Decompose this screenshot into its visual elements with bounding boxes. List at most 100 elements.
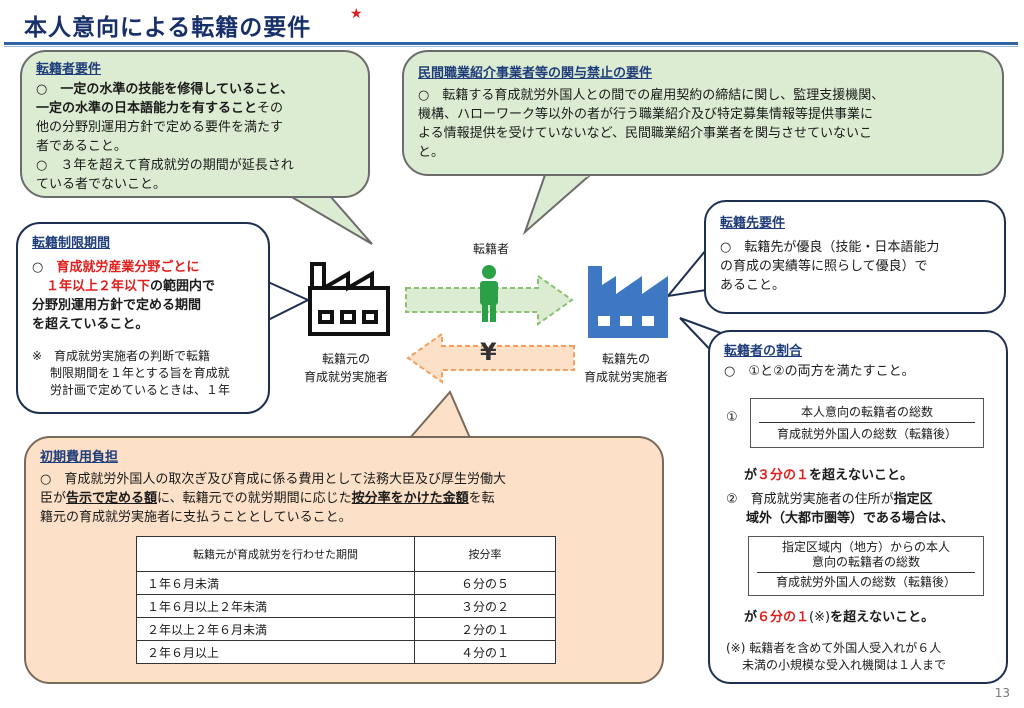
origin-employer-label: 転籍元の 育成就労実施者: [286, 350, 406, 386]
text-fragment: その: [257, 101, 284, 116]
transfer-requirements-box: 転籍者要件 ○ 一定の水準の技能を修得していること、 一定の水準の日本語能力を有…: [20, 50, 370, 198]
title-star: ★: [350, 6, 363, 22]
condition-2-result: が６分の１(※)を超えないこと。: [744, 608, 934, 627]
text-line: あること。: [720, 278, 786, 293]
table-header-cell: 按分率: [414, 536, 556, 572]
text-fragment: ② 育成就労実施者の住所が: [726, 492, 894, 507]
text-line: 籍元の育成就労実施者に支払うこととしていること。: [40, 510, 352, 525]
table-cell-rate: ６分の５: [414, 571, 556, 595]
period-range: １年以上２年以下: [46, 279, 151, 294]
table-cell-period: ２年６月以上: [136, 640, 415, 664]
text-line: ○ 転籍先が優良（技能・日本語能力: [720, 240, 940, 255]
initial-cost-text: ○ 育成就労外国人の取次ぎ及び育成に係る費用として法務大臣及び厚生労働大 臣が告…: [40, 470, 660, 527]
text-line: ている者でないこと。: [36, 177, 167, 192]
text-line: を超えていること。: [32, 317, 149, 332]
page-number: 13: [994, 686, 1010, 700]
label-line: 転籍先の: [601, 352, 650, 366]
text-fragment: が: [744, 468, 758, 483]
condition-2-fraction: 指定区域内（地方）からの本人 意向の転籍者の総数 育成就労外国人の総数（転籍後）: [748, 536, 984, 596]
transfer-ratio-note: (※) 転籍者を含めて外国人受入れが６人 未満の小規模な受入れ機関は１人まで: [726, 640, 946, 674]
person-label: 転籍者: [472, 242, 509, 256]
restriction-period-text: ○ 育成就労産業分野ごとに １年以上２年以下の範囲内で 分野別運用方針で定める期…: [32, 258, 268, 334]
table-header-cell: 転籍元が育成就労を行わせた期間: [136, 536, 415, 572]
transfer-requirements-text: ○ 一定の水準の技能を修得していること、 一定の水準の日本語能力を有することその…: [36, 80, 366, 194]
condition-2-text: ② 育成就労実施者の住所が指定区 域外（大都市圏等）である場合は、: [726, 490, 1006, 528]
text-line: 域外（大都市圏等）である場合は、: [746, 511, 954, 526]
fraction-numerator: 意向の転籍者の総数: [811, 555, 920, 569]
field-condition: 育成就労産業分野ごとに: [56, 260, 200, 275]
transfer-diagram: [308, 262, 668, 384]
label-line: 転籍元の: [321, 352, 370, 366]
note-line: 労計画で定めているときは、１年: [50, 383, 231, 397]
text-fragment: に、転籍元での就労期間に応じた: [157, 491, 352, 506]
bullet: ○: [36, 82, 61, 97]
condition-1-result: が３分の１を超えないこと。: [744, 466, 913, 485]
private-agency-requirements-box: 民間職業紹介事業者等の関与禁止の要件 ○ 転籍する育成就労外国人との間での雇用契…: [402, 50, 1004, 176]
table-cell-rate: ２分の１: [414, 617, 556, 641]
fraction-bar: [759, 422, 975, 423]
page-title: 本人意向による転籍の要件: [24, 15, 312, 41]
japanese-condition: 一定の水準の日本語能力を有すること: [36, 101, 258, 116]
factory-outline-icon: [308, 262, 390, 336]
fraction-denominator: 育成就労外国人の総数（転籍後）: [776, 427, 957, 441]
text-line: 者であること。: [36, 139, 127, 154]
person-icon: [480, 265, 498, 322]
ratio-one-sixth: ６分の１: [757, 610, 810, 625]
table-cell-period: ２年以上２年６月未満: [136, 617, 415, 641]
restriction-period-note: ※ 育成就労実施者の判断で転籍 制限期間を１年とする旨を育成就 労計画で定めてい…: [32, 348, 268, 399]
restriction-period-heading: 転籍制限期間: [32, 236, 111, 251]
table-cell-period: １年６月未満: [136, 571, 415, 595]
text-fragment: が: [744, 610, 758, 625]
private-agency-heading: 民間職業紹介事業者等の関与禁止の要件: [418, 66, 653, 81]
text-fragment: の範囲内で: [150, 279, 216, 294]
yen-symbol: ¥: [480, 338, 497, 366]
table-row: １年６月以上２年未満 ３分の２: [136, 594, 556, 618]
ratio-one-third: ３分の１: [757, 468, 810, 483]
transfer-ratio-intro: ○ ①と②の両方を満たすこと。: [724, 364, 915, 379]
destination-requirements-text: ○ 転籍先が優良（技能・日本語能力 の育成の実績等に照らして優良）で あること。: [720, 238, 1004, 295]
text-line: の育成の実績等に照らして優良）で: [720, 259, 928, 274]
notified-amount: 告示で定める額: [66, 491, 158, 506]
text-fragment: を転: [468, 491, 495, 506]
transfer-ratio-heading: 転籍者の割合: [724, 344, 803, 359]
title-rule: [4, 42, 1018, 45]
text-line: 機構、ハローワーク等以外の者が行う職業紹介及び特定募集情報等提供事業に: [418, 107, 874, 122]
label-line: 育成就労実施者: [583, 370, 668, 384]
label-line: 育成就労実施者: [303, 370, 388, 384]
designated-area: 指定区: [893, 492, 933, 507]
transfer-ratio-box: 転籍者の割合 ○ ①と②の両方を満たすこと。 ① 本人意向の転籍者の総数 育成就…: [708, 330, 1008, 684]
destination-requirements-box: 転籍先要件 ○ 転籍先が優良（技能・日本語能力 の育成の実績等に照らして優良）で…: [704, 200, 1006, 314]
fraction-bar: [757, 572, 975, 573]
proration-table: 転籍元が育成就労を行わせた期間 按分率 １年６月未満 ６分の５ １年６月以上２年…: [136, 536, 556, 664]
note-line: 未満の小規模な受入れ機関は１人まで: [742, 658, 947, 672]
text-fragment: 臣が: [40, 491, 67, 506]
table-header-row: 転籍元が育成就労を行わせた期間 按分率: [136, 536, 556, 572]
text-line: ○ ３年を超えて育成就労の期間が延長され: [36, 158, 294, 173]
initial-cost-heading: 初期費用負担: [40, 450, 119, 465]
note-mark: (※): [809, 610, 831, 625]
text-fragment: を超えないこと。: [809, 468, 914, 483]
destination-requirements-heading: 転籍先要件: [720, 216, 786, 231]
destination-employer-label: 転籍先の 育成就労実施者: [566, 350, 686, 386]
text-fragment: を超えないこと。: [830, 610, 935, 625]
factory-blue-icon: [588, 266, 668, 338]
text-line: 他の分野別運用方針で定める要件を満たす: [36, 120, 284, 135]
arrow-left-icon: [406, 332, 575, 384]
text-line: 分野別運用方針で定める期間: [32, 298, 202, 313]
condition-1-fraction: 本人意向の転籍者の総数 育成就労外国人の総数（転籍後）: [750, 398, 984, 448]
skill-condition: 一定の水準の技能を修得していること、: [60, 82, 294, 97]
restriction-period-box: 転籍制限期間 ○ 育成就労産業分野ごとに １年以上２年以下の範囲内で 分野別運用…: [16, 222, 270, 414]
text-line: ○ 育成就労外国人の取次ぎ及び育成に係る費用として法務大臣及び厚生労働大: [40, 472, 506, 487]
prorated-amount: 按分率をかけた金額: [351, 491, 469, 506]
table-row: ２年以上２年６月未満 ２分の１: [136, 617, 556, 641]
table-cell-rate: ４分の１: [414, 640, 556, 664]
text-line: ○ 転籍する育成就労外国人との間での雇用契約の締結に関し、監理支援機関、: [418, 88, 885, 103]
transfer-requirements-heading: 転籍者要件: [36, 62, 102, 77]
text-line: よる情報提供を受けていないなど、民間職業紹介事業者を関与させていないこ: [418, 126, 872, 141]
table-row: １年６月未満 ６分の５: [136, 571, 556, 595]
note-line: 制限期間を１年とする旨を育成就: [50, 366, 230, 380]
fraction-numerator: 指定区域内（地方）からの本人: [781, 540, 950, 554]
fraction-denominator: 育成就労外国人の総数（転籍後）: [775, 575, 956, 589]
condition-1-mark: ①: [726, 410, 738, 425]
note-line: (※) 転籍者を含めて外国人受入れが６人: [726, 641, 942, 655]
